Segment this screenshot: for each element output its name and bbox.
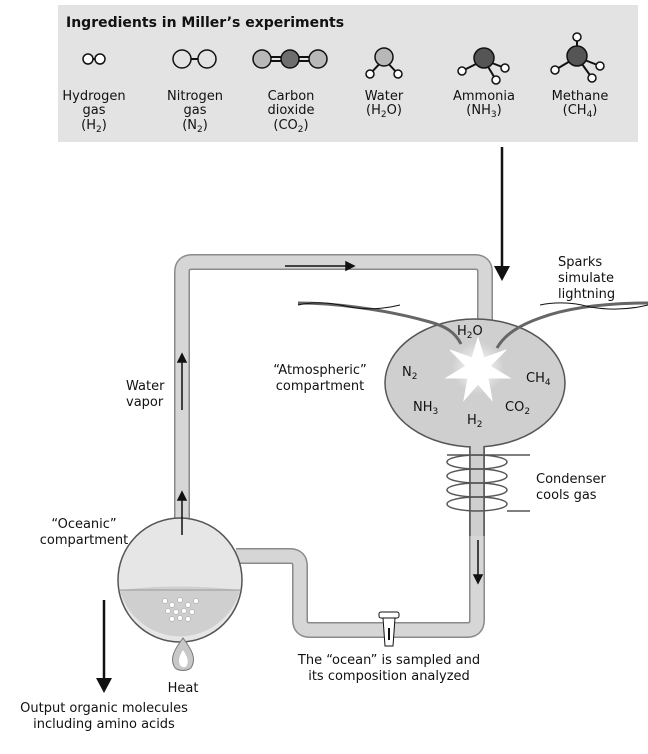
svg-text:gas: gas	[83, 103, 106, 118]
svg-text:Water: Water	[126, 379, 165, 394]
svg-text:(CO2): (CO2)	[273, 118, 308, 135]
svg-text:vapor: vapor	[126, 395, 164, 410]
nitrogen-molecule-icon	[172, 49, 217, 69]
svg-text:Ammonia: Ammonia	[453, 89, 515, 104]
svg-text:“Atmospheric”: “Atmospheric”	[273, 363, 367, 378]
svg-text:Nitrogen: Nitrogen	[167, 89, 223, 104]
svg-text:(H2): (H2)	[81, 118, 107, 135]
ammonia-molecule-icon	[457, 47, 510, 85]
svg-text:Sparks: Sparks	[558, 255, 602, 270]
gas-ch4: CH4	[526, 371, 551, 388]
svg-text:lightning: lightning	[558, 287, 615, 302]
hydrogen-molecule-icon	[82, 53, 106, 65]
svg-text:simulate: simulate	[558, 271, 614, 286]
bubbles	[162, 597, 199, 622]
methane-molecule-icon	[550, 32, 605, 83]
svg-text:Hydrogen: Hydrogen	[62, 89, 125, 104]
output-label: Output organic molecules including amino…	[20, 701, 188, 732]
carbon-dioxide-label: Carbon dioxide (CO2)	[268, 89, 315, 135]
ocean-sampled-label: The “ocean” is sampled and its compositi…	[297, 653, 480, 684]
gas-co2: CO2	[505, 400, 530, 417]
water-vapor-label: Water vapor	[126, 379, 165, 410]
gas-h2o: H2O	[457, 324, 483, 341]
sampling-valve-icon	[378, 611, 400, 647]
output-arrow	[96, 600, 112, 693]
svg-text:cools gas: cools gas	[536, 488, 597, 503]
water-label: Water (H2O)	[365, 89, 404, 120]
input-arrow	[494, 147, 510, 281]
svg-text:Carbon: Carbon	[268, 89, 315, 104]
gas-n2: N2	[402, 365, 417, 382]
svg-text:(NH3): (NH3)	[466, 103, 501, 120]
svg-text:The “ocean” is sampled and: The “ocean” is sampled and	[297, 653, 480, 668]
svg-text:Condenser: Condenser	[536, 472, 607, 487]
gas-nh3: NH3	[413, 400, 438, 417]
svg-text:compartment: compartment	[40, 533, 128, 548]
svg-text:Output organic molecules: Output organic molecules	[20, 701, 188, 716]
oceanic-label: “Oceanic” compartment	[40, 517, 128, 548]
methane-label: Methane (CH4)	[552, 89, 609, 120]
atmospheric-label: “Atmospheric” compartment	[273, 363, 367, 394]
svg-text:“Oceanic”: “Oceanic”	[51, 517, 116, 532]
electrodes	[297, 301, 648, 349]
water-molecule-icon	[365, 47, 403, 79]
svg-text:gas: gas	[184, 103, 207, 118]
oceanic-compartment	[117, 517, 243, 643]
condenser-label: Condenser cools gas	[536, 472, 607, 503]
svg-text:its composition analyzed: its composition analyzed	[308, 669, 470, 684]
svg-text:Methane: Methane	[552, 89, 609, 104]
svg-text:Water: Water	[365, 89, 404, 104]
spark-icon	[444, 336, 512, 402]
heat-label: Heat	[168, 681, 199, 696]
svg-text:(H2O): (H2O)	[366, 103, 402, 120]
svg-text:(CH4): (CH4)	[563, 103, 598, 120]
ingredients-panel: Ingredients in Miller’s experiments	[58, 5, 638, 142]
carbon-dioxide-molecule-icon	[252, 49, 328, 69]
condenser-coil	[446, 446, 530, 536]
svg-text:compartment: compartment	[276, 379, 364, 394]
flow-arrows	[176, 260, 484, 585]
svg-text:including amino acids: including amino acids	[33, 717, 175, 732]
svg-text:(N2): (N2)	[182, 118, 208, 135]
svg-text:dioxide: dioxide	[268, 103, 315, 118]
sparks-label: Sparks simulate lightning	[558, 255, 615, 302]
nitrogen-label: Nitrogen gas (N2)	[167, 89, 223, 135]
ingredients-title: Ingredients in Miller’s experiments	[66, 15, 344, 31]
gas-h2: H2	[467, 413, 483, 430]
apparatus-tubing	[174, 254, 493, 638]
flame-icon	[171, 637, 195, 671]
